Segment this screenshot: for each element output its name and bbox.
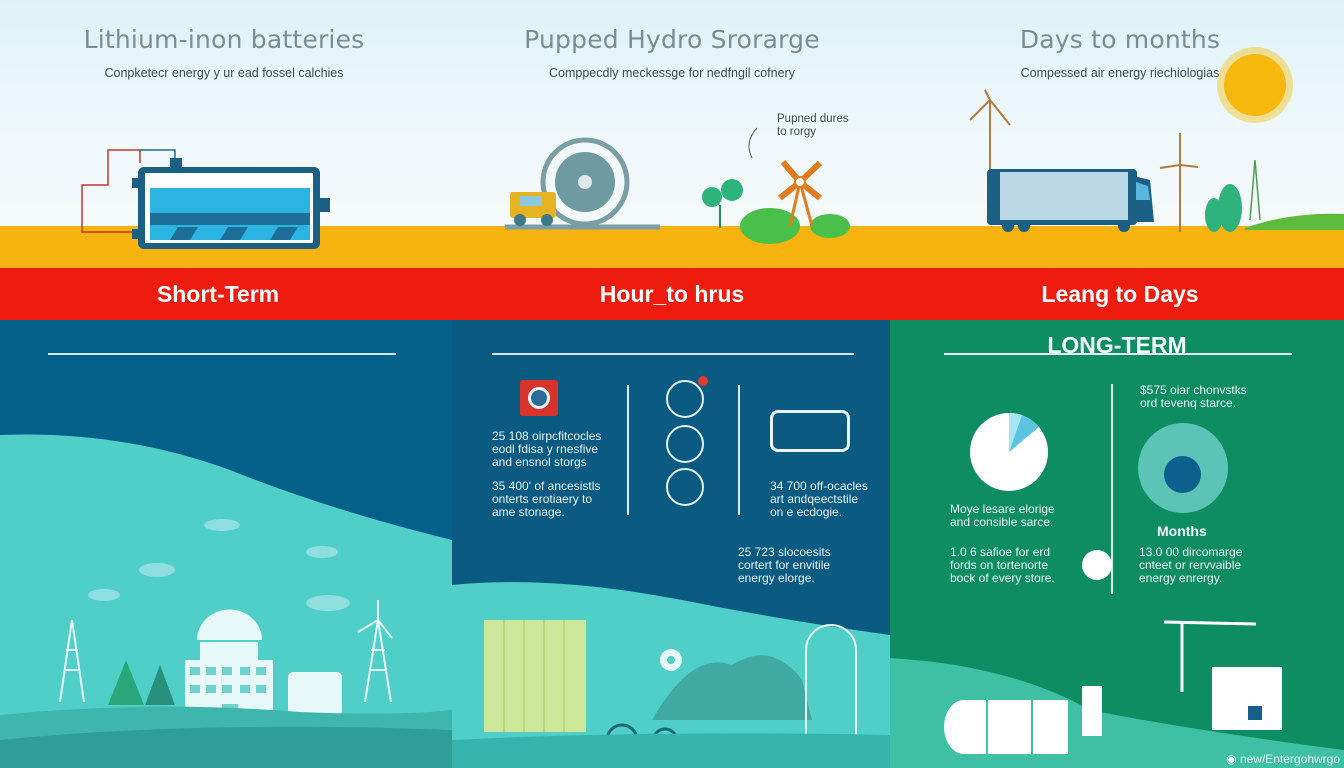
column-divider — [738, 385, 740, 515]
industrial-illustration — [452, 582, 890, 768]
pie-chart-icon — [970, 413, 1048, 491]
solar-panel-icon — [484, 620, 586, 732]
stat-line: 1.0 6 safioe for erd — [950, 545, 1051, 559]
stat-line: eodl fdisa y rnesfive — [492, 442, 599, 456]
growth-chart-icon — [666, 376, 708, 418]
stat-line: energy elorge. — [738, 571, 815, 585]
band-label-hours: Hour_to hrus — [599, 281, 745, 307]
stat-block: 1.0 6 safioe for erd fords on tortenorte… — [950, 546, 1055, 585]
stat-line: 34 700 off-ocacles — [770, 479, 868, 493]
duration-band: Short-Term Hour_to hrus Leang to Days — [0, 268, 1344, 320]
pumped-callout: Pupned dures to rorgy — [777, 113, 849, 139]
column-title: Pupped Hydro Srorarge — [524, 25, 820, 54]
short-term-panel — [0, 320, 452, 768]
stat-line: 35 400' of ancesistls — [492, 479, 601, 493]
windmill-icon — [740, 127, 850, 244]
city-illustration — [0, 434, 452, 768]
divider-line — [944, 353, 1292, 355]
column-lithium-ion: Lithium-inon batteries Conpketecr energy… — [0, 0, 448, 80]
stat-block: Moye lesare elorige and consible sarce. — [950, 503, 1055, 529]
compressed-air-illustration — [890, 620, 1344, 768]
stat-line: energy enrergy. — [1139, 571, 1223, 585]
stat-line: art andqeectstile — [770, 492, 859, 506]
long-term-panel: LONG-TERM $575 oiar chonvstks ord tevenq… — [890, 320, 1344, 768]
clouds-icon — [88, 519, 350, 611]
stat-line: fords on tortenorte — [950, 558, 1049, 572]
column-subtitle: Comppecdly meckessge for nedfngil cofner… — [549, 66, 795, 80]
donut-chart-icon — [1138, 423, 1228, 513]
stat-line: 25 723 slocoesits — [738, 545, 831, 559]
trees-icon — [702, 179, 743, 228]
band-label-days: Leang to Days — [1041, 281, 1199, 307]
wind-turbine-icon — [969, 89, 1199, 232]
stat-block: 13.0 00 dircomarge cnteet or rervvaible … — [1139, 546, 1242, 585]
column-title: Lithium-inon batteries — [83, 25, 365, 54]
tree-icon — [108, 660, 144, 705]
months-label: Months — [1157, 523, 1207, 539]
stat-line: onterts erotiaery to — [492, 492, 593, 506]
stat-line: ame stonage. — [492, 505, 565, 519]
stat-line: ord tevenq starce. — [1140, 396, 1237, 410]
battery-truck-icon — [987, 169, 1154, 232]
bus-icon — [288, 672, 342, 716]
stat-line: cortert for envitile — [738, 558, 831, 572]
column-divider — [627, 385, 629, 515]
hydro-wheel-icon — [505, 137, 660, 230]
source-credit: ◉ new/Entergohwrgo — [1226, 752, 1340, 766]
stat-block: 34 700 off-ocacles art andqeectstile on … — [770, 480, 868, 519]
column-title: Days to months — [1019, 25, 1221, 54]
stat-line: and consible sarce. — [950, 515, 1054, 529]
stat-line: 25 108 oirpcfitcocles — [492, 429, 602, 443]
medium-term-panel: 25 108 oirpcfitcocles eodl fdisa y rnesf… — [452, 320, 890, 768]
stat-block: 25 723 slocoesits cortert for envitile e… — [738, 546, 831, 585]
callout-line: to rorgy — [777, 126, 816, 138]
column-divider — [1111, 384, 1113, 594]
stat-line: and ensnol storgs — [492, 455, 587, 469]
battery-cart-icon — [770, 410, 850, 452]
divider-line — [492, 353, 854, 355]
bar-step-icon — [666, 425, 704, 463]
column-pumped-hydro: Pupped Hydro Srorarge Comppecdly meckess… — [448, 0, 896, 80]
divider-line — [48, 353, 396, 355]
callout-line: Pupned dures — [777, 113, 849, 125]
tree-icon — [145, 665, 175, 705]
stat-block: $575 oiar chonvstks ord tevenq starce. — [1140, 384, 1247, 410]
storage-tower-icon — [805, 624, 857, 741]
sun-icon — [1217, 47, 1293, 123]
battery-icon — [81, 149, 330, 249]
gear-badge-icon — [520, 380, 558, 416]
band-label-short-term: Short-Term — [156, 281, 280, 307]
stat-line: Moye lesare elorige — [950, 502, 1055, 516]
stat-line: on e ecdogie. — [770, 505, 843, 519]
stat-line: 13.0 00 dircomarge — [1139, 545, 1243, 559]
column-subtitle: Conpketecr energy y ur ead fossel calchi… — [104, 66, 344, 80]
credit-text: new/Entergohwrgo — [1239, 752, 1340, 766]
top-illustrations — [81, 47, 1344, 249]
truck-icon — [510, 192, 556, 226]
power-tower-icon — [59, 600, 393, 703]
crane-icon — [1163, 620, 1282, 730]
recycle-icon — [1082, 550, 1112, 580]
stat-line: cnteet or rervvaible — [1139, 558, 1242, 572]
stat-line: bock of every store. — [950, 571, 1055, 585]
stat-block: 25 108 oirpcfitcocles eodl fdisa y rnesf… — [492, 430, 601, 469]
column-compressed-air: Days to months Compessed air energy riec… — [896, 0, 1344, 80]
stat-line: $575 oiar chonvstks — [1140, 383, 1247, 397]
stat-block: 35 400' of ancesistls onterts erotiaery … — [492, 480, 600, 519]
angle-measure-icon — [666, 468, 704, 506]
hills-tower-icon — [1205, 159, 1344, 232]
copyright-icon: ◉ — [1226, 752, 1240, 766]
column-subtitle: Compessed air energy riechiologias — [1020, 66, 1220, 80]
air-tank-icon — [944, 686, 1102, 754]
